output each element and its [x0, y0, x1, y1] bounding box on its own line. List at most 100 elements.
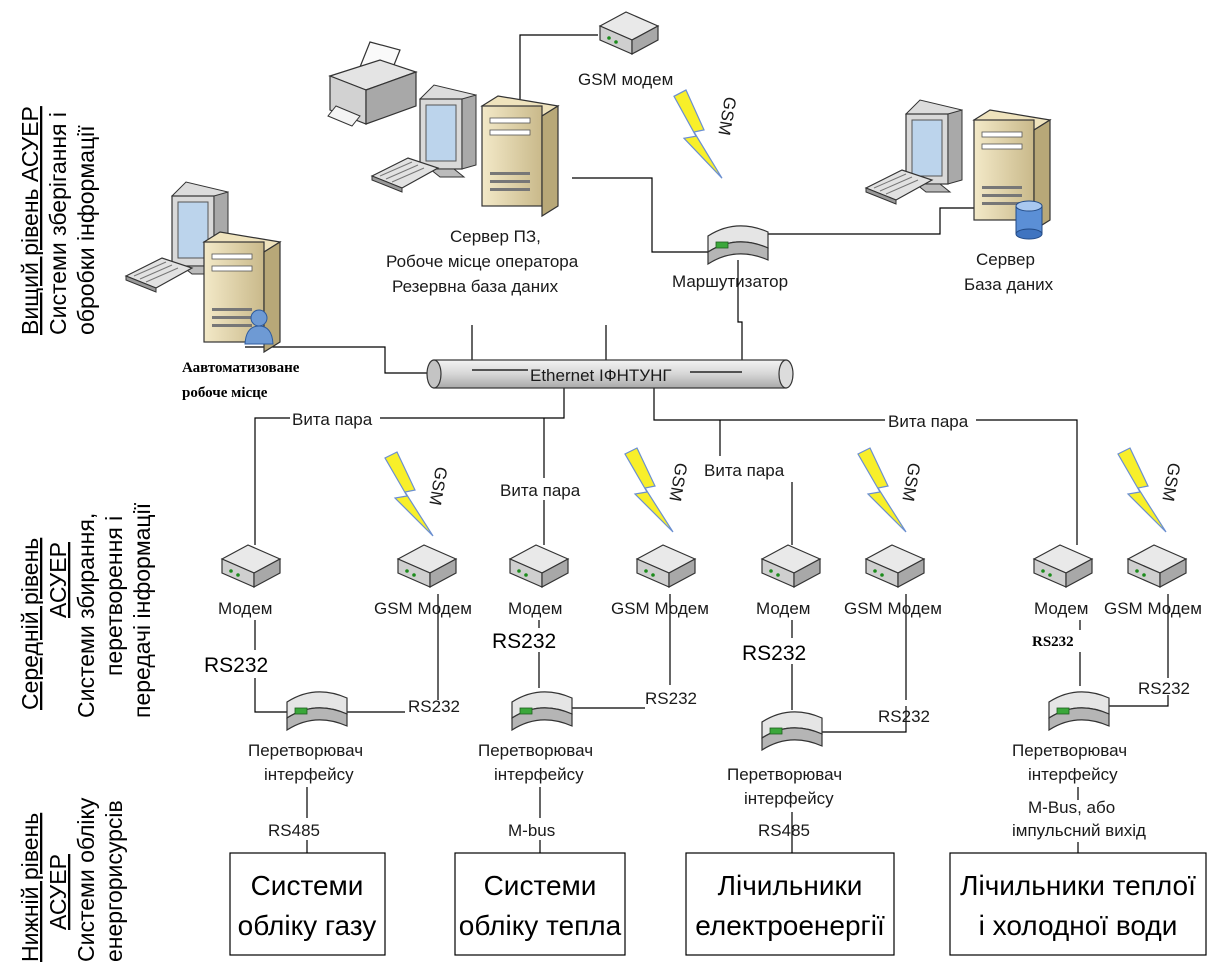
converter-4-line1: Перетворювач [1012, 741, 1127, 760]
rs232-gsm-1: RS232 [408, 697, 460, 716]
server-db-line2: База даних [964, 275, 1054, 294]
bus-4-line1: M-Bus, або [1028, 798, 1115, 817]
box-water-line2: і холодної води [979, 910, 1178, 941]
twisted-pair-1: Вита пара [292, 410, 373, 429]
box-gas-line2: обліку газу [238, 910, 377, 941]
converter-1-line1: Перетворювач [248, 741, 363, 760]
gsm-modem-4-icon [1127, 544, 1187, 588]
gsm-modem-3-label: GSM Модем [844, 599, 942, 618]
gsm-modem-1-icon [397, 544, 457, 588]
workstation-line2: робоче місце [182, 385, 268, 401]
modem-2-icon [509, 544, 569, 588]
gsm-top-text: GSM [714, 95, 739, 136]
mid-level-title1: Середній рівень [17, 538, 43, 710]
modem-4-label: Модем [1034, 599, 1089, 618]
gsm-3-text: GSM [898, 461, 923, 502]
box-water-line1: Лічильники теплої [960, 870, 1196, 901]
top-level-title: Вищий рівень АСУЕР [17, 106, 43, 335]
box-electricity-line2: електроенергії [695, 910, 885, 941]
system-box-water: Лічильники теплої і холодної води [949, 852, 1207, 956]
ethernet-backbone [426, 359, 794, 389]
low-level-title2: АСУЕР [45, 854, 71, 930]
modem-3-label: Модем [756, 599, 811, 618]
gsm-modem-2-label: GSM Модем [611, 599, 709, 618]
system-box-electricity: Лічильники електроенергії [685, 852, 895, 956]
box-electricity-line1: Лічильники [718, 870, 863, 901]
twisted-pair-2: Вита пара [500, 481, 581, 500]
converter-4-line2: інтерфейсу [1028, 765, 1118, 784]
rs232-modem-3: RS232 [742, 642, 806, 665]
twisted-pair-4: Вита пара [888, 412, 969, 431]
router-label: Маршутизатор [672, 272, 788, 291]
rs232-gsm-2: RS232 [645, 689, 697, 708]
server-pz-line2: Робоче місце оператора [386, 252, 579, 271]
bus-1-label: RS485 [268, 821, 320, 840]
gsm-bolt-top-icon [673, 89, 723, 179]
top-level-sub1: Системи зберігання і [45, 112, 71, 335]
bus-4-line2: імпульсний вихід [1012, 821, 1146, 840]
converter-3-line1: Перетворювач [727, 765, 842, 784]
box-gas-line1: Системи [251, 870, 364, 901]
top-level-sub2: обробки інформації [73, 125, 99, 335]
gsm-modem-4-label: GSM Модем [1104, 599, 1202, 618]
rs232-modem-2: RS232 [492, 630, 556, 653]
bus-2-label: M-bus [508, 821, 555, 840]
gsm-2-text: GSM [665, 461, 690, 502]
mid-level-title2: АСУЕР [45, 542, 71, 618]
converter-1-icon [286, 691, 348, 731]
rs232-gsm-4: RS232 [1138, 679, 1190, 698]
modem-2-label: Модем [508, 599, 563, 618]
mid-level-sub3: передачі інформації [129, 502, 155, 718]
router-icon [707, 225, 769, 265]
server-pz-line1: Сервер ПЗ, [450, 227, 541, 246]
twisted-pair-3: Вита пара [704, 461, 785, 480]
modem-4-icon [1033, 544, 1093, 588]
gsm-modem-top-label: GSM модем [578, 70, 673, 89]
converter-1-line2: інтерфейсу [264, 765, 354, 784]
gsm-modem-top-icon [599, 11, 659, 55]
user-icon [244, 309, 274, 345]
converter-4-icon [1048, 691, 1110, 731]
server-pz-icon [481, 95, 559, 217]
box-heat-line2: обліку тепла [459, 910, 622, 941]
rs232-gsm-3: RS232 [878, 707, 930, 726]
modem-1-label: Модем [218, 599, 273, 618]
low-level-sub2: енергорисурсів [101, 800, 127, 962]
low-level-title1: Нижній рівень [17, 813, 43, 962]
ethernet-label: Ethernet ІФНТУНГ [530, 366, 672, 385]
level-labels: Вищий рівень АСУЕР Системи зберігання і … [17, 106, 155, 962]
server-db-line1: Сервер [976, 250, 1035, 269]
converter-3-icon [761, 711, 823, 751]
bus-3-label: RS485 [758, 821, 810, 840]
gsm-bolt-4-icon [1117, 447, 1167, 533]
gsm-1-text: GSM [425, 465, 450, 506]
rs232-modem-4: RS232 [1032, 634, 1074, 650]
connection-lines [245, 34, 1169, 853]
gsm-4-text: GSM [1158, 461, 1183, 502]
server-pz-line3: Резервна база даних [392, 277, 559, 296]
converter-2-line1: Перетворювач [478, 741, 593, 760]
gsm-bolt-2-icon [624, 447, 674, 533]
converter-2-icon [511, 691, 573, 731]
gsm-bolt-1-icon [384, 451, 434, 537]
system-box-gas: Системи обліку газу [229, 852, 386, 956]
workstation-line1: Аавтоматизоване [182, 360, 300, 376]
system-box-heat: Системи обліку тепла [454, 852, 626, 956]
gsm-modem-2-icon [636, 544, 696, 588]
modem-3-icon [761, 544, 821, 588]
gsm-modem-3-icon [865, 544, 925, 588]
converter-2-line2: інтерфейсу [494, 765, 584, 784]
database-icon [1015, 200, 1043, 240]
printer-icon [327, 41, 418, 127]
mid-level-sub2: перетворення і [101, 516, 127, 676]
operator-monitor-icon [419, 84, 477, 178]
mid-level-sub1: Системи збирання, [73, 513, 99, 718]
low-level-sub1: Системи обліку [73, 797, 99, 962]
converter-3-line2: інтерфейсу [744, 789, 834, 808]
rs232-modem-1: RS232 [204, 654, 268, 677]
gsm-modem-1-label: GSM Модем [374, 599, 472, 618]
modem-1-icon [221, 544, 281, 588]
gsm-bolt-3-icon [857, 447, 907, 533]
box-heat-line1: Системи [484, 870, 597, 901]
